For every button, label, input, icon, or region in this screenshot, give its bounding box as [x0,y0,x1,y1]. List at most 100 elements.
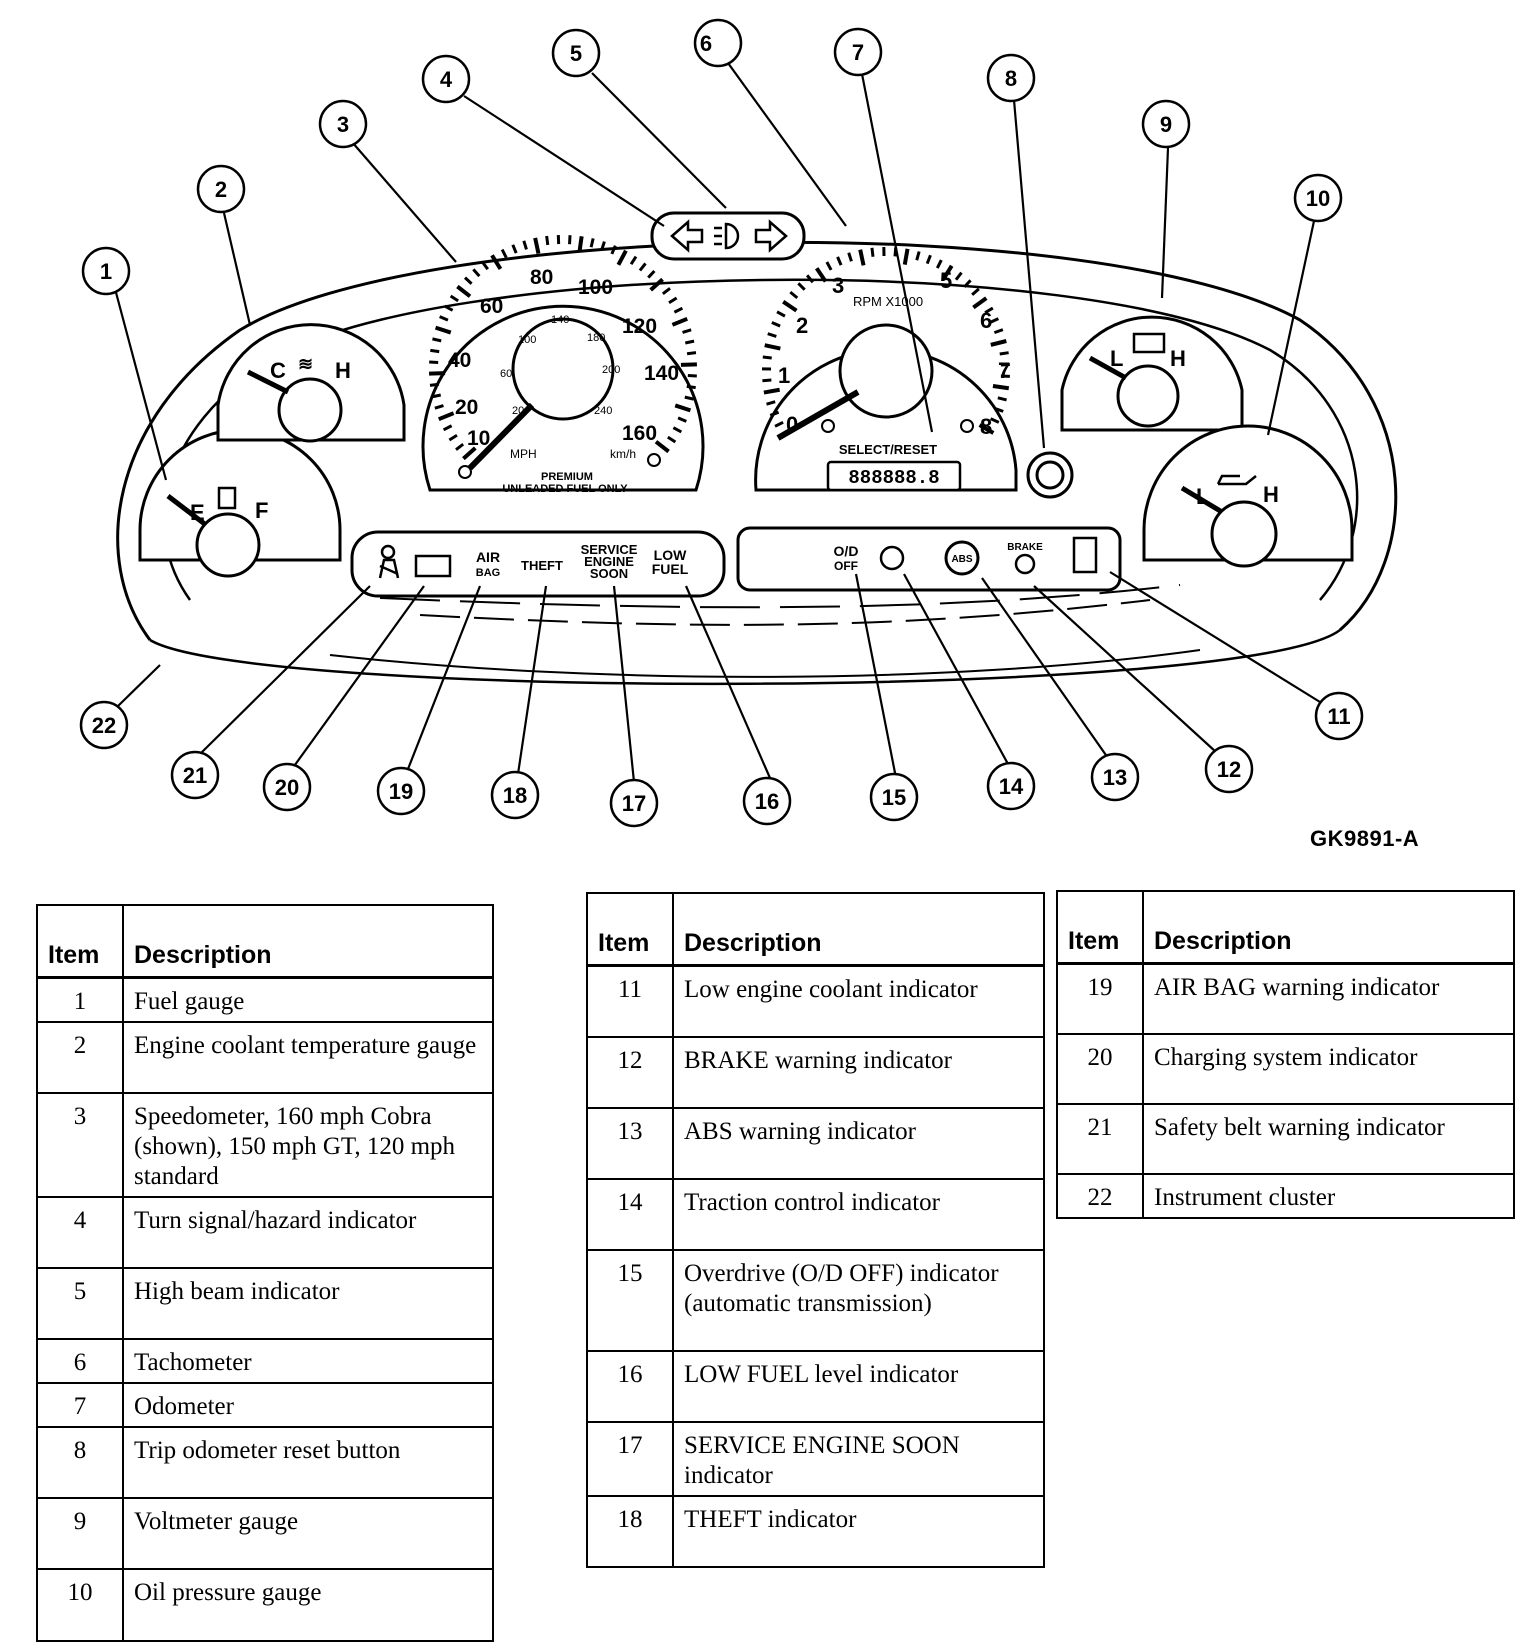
tachometer-tick [767,402,776,404]
speedometer-tick [502,250,506,258]
svg-text:10: 10 [1306,186,1330,211]
item-description: Charging system indicator [1143,1034,1514,1104]
rpm-tick-label: 3 [832,273,844,298]
svg-text:16: 16 [755,789,779,814]
kmh-tick-label: 60 [500,368,512,380]
speedometer-tick [432,339,441,341]
item-description: High beam indicator [123,1268,493,1339]
item-description: Traction control indicator [673,1179,1044,1250]
abs-lamp-label: ABS [951,554,972,565]
callout-2: 2 [198,166,244,212]
rpm-tick-label: 2 [796,313,808,338]
fuel-gauge: E F [140,430,340,576]
tachometer-tick [972,289,979,295]
svg-text:3: 3 [337,112,349,137]
speedometer-tick [612,246,616,254]
turn-signal-high-beam-housing [652,213,804,259]
oil-high-label: H [1263,482,1279,507]
tachometer-tick [993,386,1009,388]
callout-16: 16 [744,778,790,824]
callout-14: 14 [988,763,1034,809]
callout-19: 19 [378,768,424,814]
left-warning-lamp-panel: AIR BAG THEFT SERVICE ENGINE SOON LOW FU… [352,532,724,596]
svg-text:11: 11 [1327,704,1350,729]
svg-text:6: 6 [700,31,712,56]
item-number: 2 [37,1022,123,1093]
fuel-empty-label: E [190,500,205,525]
item-number: 4 [37,1197,123,1268]
low-fuel-lamp-line-2: FUEL [652,561,689,577]
voltmeter-gauge: L H [1062,317,1242,430]
speedometer-tick [524,241,527,250]
item-number: 7 [37,1383,123,1427]
callout-21: 21 [172,752,218,798]
mph-tick-label: 40 [448,349,471,372]
tachometer-tick [927,255,930,263]
speedometer-tick [687,386,696,387]
callout-3: 3 [320,101,366,147]
item-number: 14 [587,1179,673,1250]
fuel-full-label: F [255,498,268,523]
tachometer-tick [998,398,1007,400]
tachometer-tick [849,253,852,262]
mph-tick-label: 20 [455,396,478,419]
tachometer-tick [991,341,1007,345]
air-bag-lamp-line-2: BAG [476,567,500,579]
speedometer-tick [457,287,470,297]
speedometer-tick [681,364,697,365]
coolant-thermometer-icon: ≋ [298,354,313,374]
speedometer-tick [674,308,682,312]
svg-text:21: 21 [183,763,207,788]
item-number: 6 [37,1339,123,1383]
speedometer-tick [535,238,538,254]
item-number: 20 [1057,1034,1143,1104]
tachometer-tick [872,248,873,257]
callout-15: 15 [871,774,917,820]
item-column-header: Item [587,893,673,965]
item-description: Tachometer [123,1339,493,1383]
svg-text:4: 4 [440,67,453,92]
item-description: Oil pressure gauge [123,1569,493,1641]
trip-reset-button [1028,453,1072,497]
tachometer-tick [937,260,941,268]
item-number: 19 [1057,963,1143,1034]
mph-tick-label: 80 [530,266,553,289]
item-description: Speedometer, 160 mph Cobra (shown), 150 … [123,1093,493,1197]
table-header-row: Item Description [1057,891,1514,963]
description-column-header: Description [123,905,493,977]
svg-text:19: 19 [389,779,413,804]
speedometer-tick [663,288,670,293]
mph-tick-label: 10 [467,427,490,450]
speedometer-tick [429,373,445,374]
tachometer-tick [764,390,780,393]
speedometer-tick [672,319,687,325]
figure-code: GK9891-A [1310,826,1419,852]
callout-17: 17 [611,780,657,826]
svg-text:20: 20 [275,775,299,800]
rpm-tick-label: 1 [778,363,790,388]
svg-text:14: 14 [999,774,1024,799]
tachometer-tick [895,247,896,256]
speedometer-tick [445,306,453,310]
speedometer-tick [685,341,694,343]
speedometer-tick [669,298,677,303]
rpm-unit-label: RPM X1000 [853,294,923,309]
kmh-tick-label: 20 [512,405,524,417]
speedometer: 10 20 40 60 80 100 120 140 160 20 60 100… [423,266,703,495]
item-description: Voltmeter gauge [123,1498,493,1569]
callout-9: 9 [1143,101,1189,147]
tachometer: 0 1 2 3 5 6 7 8 RPM X1000 SELECT/RESET 8… [756,268,1016,490]
tachometer-tick [860,250,863,266]
tachometer-tick [827,262,831,270]
callout-22: 22 [81,702,127,748]
